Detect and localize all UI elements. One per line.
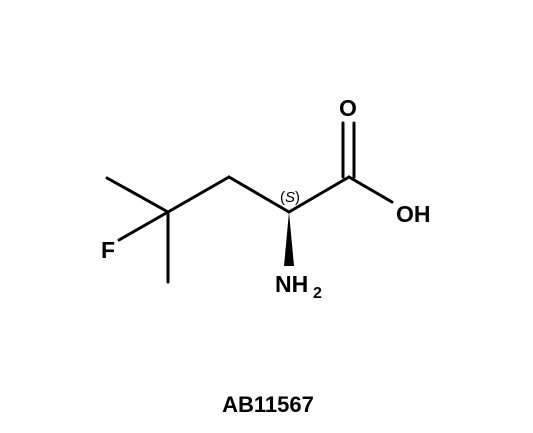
fluorine-label: F	[101, 237, 115, 263]
bond-quaternary-ch2	[166, 175, 231, 214]
hydroxyl-label: OH	[396, 201, 431, 227]
stereo-descriptor: (S)	[280, 189, 300, 206]
amine-label: NH	[275, 271, 308, 297]
bond-carboxyl-hydroxyl	[347, 175, 394, 204]
oxygen-label: O	[339, 95, 357, 121]
bond-alpha-carboxyl	[287, 175, 351, 214]
stereo-letter: S	[285, 189, 295, 206]
bond-methyl-upper	[105, 176, 170, 214]
stereo-close-paren: )	[295, 189, 300, 206]
bond-ch2-alpha	[227, 175, 291, 214]
amine-subscript: 2	[313, 285, 322, 302]
compound-id: AB11567	[222, 392, 314, 417]
stereo-open-paren: (	[280, 189, 285, 206]
bond-carbon-fluorine	[117, 210, 170, 242]
wedge-bond-amine	[284, 212, 294, 266]
